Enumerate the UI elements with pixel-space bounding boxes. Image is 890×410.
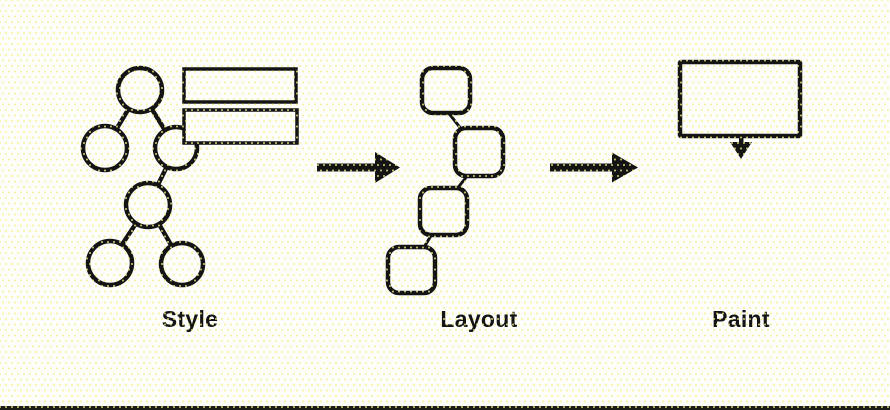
paint-rect	[677, 59, 803, 139]
arrow-right-icon	[317, 152, 400, 183]
layout-box	[419, 65, 473, 116]
style-rule-rect	[182, 67, 298, 104]
arrow-right-icon	[550, 152, 638, 183]
paint-box-icon	[677, 59, 803, 159]
dom-tree-edges	[103, 88, 184, 266]
dom-node-circle	[158, 240, 206, 288]
layout-tree-icon	[385, 65, 506, 296]
bottom-divider-bar	[0, 406, 890, 410]
arrow-down-icon	[730, 135, 752, 159]
stage-label-style: Style	[161, 306, 219, 332]
style-rule-blocks	[182, 67, 299, 145]
style-rule-rect	[182, 108, 299, 145]
layout-box	[452, 125, 506, 179]
dom-node-circle	[80, 123, 130, 173]
layout-box	[417, 185, 470, 238]
layout-tree-boxes	[385, 65, 506, 296]
dom-node-circle	[85, 238, 135, 288]
dom-tree-with-style-rules-icon	[80, 65, 299, 288]
layout-box	[385, 244, 438, 296]
stage-label-paint: Paint	[712, 306, 770, 332]
stage-label-layout: Layout	[440, 306, 518, 332]
dom-node-circle	[123, 180, 173, 230]
dom-node-circle	[115, 65, 165, 115]
